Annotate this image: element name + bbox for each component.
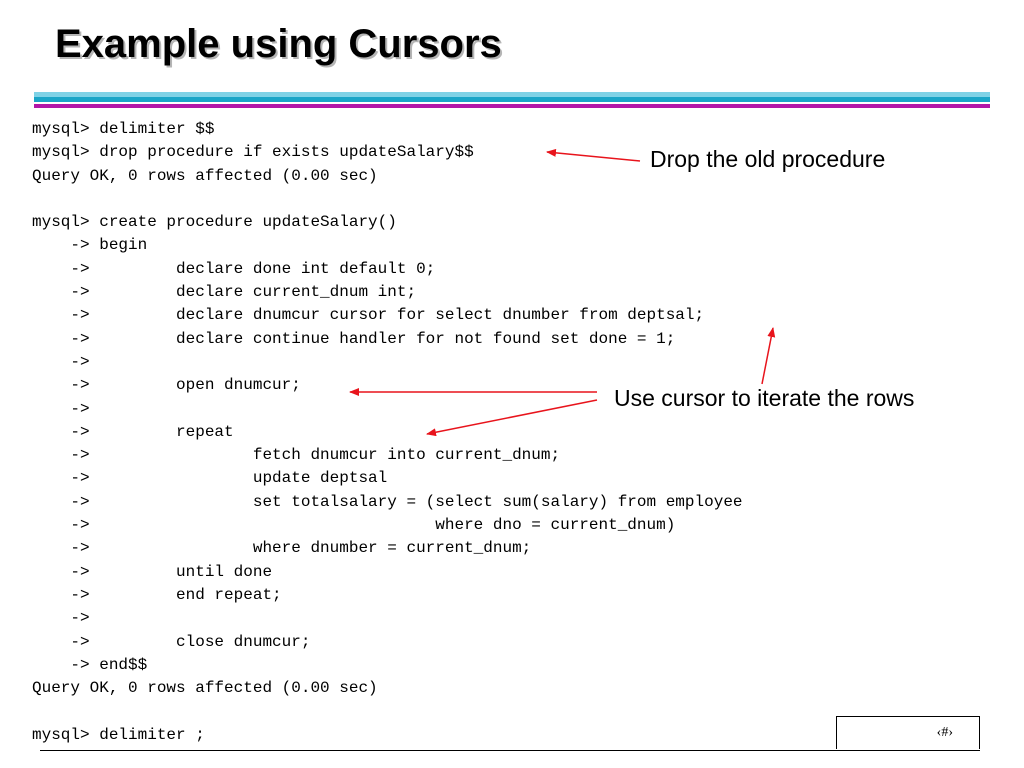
callout-cursor-iterate: Use cursor to iterate the rows (614, 385, 915, 411)
code-line-2: mysql> drop procedure if exists updateSa… (32, 143, 474, 162)
footer-rule (40, 750, 980, 751)
code-line-12: -> open dnumcur; (32, 376, 301, 395)
code-line-18: -> where dno = current_dnum) (32, 516, 676, 535)
code-line-3: Query OK, 0 rows affected (0.00 sec) (32, 166, 378, 185)
code-line-15: -> fetch dnumcur into current_dnum; (32, 446, 561, 465)
code-line-10: -> declare continue handler for not foun… (32, 329, 676, 348)
code-line-21: -> end repeat; (32, 585, 282, 604)
code-line-17: -> set totalsalary = (select sum(salary)… (32, 492, 743, 511)
code-line-27: mysql> delimiter ; (32, 725, 205, 744)
arrow-to-continue-handler (761, 327, 776, 385)
code-line-1: mysql> delimiter $$ (32, 120, 215, 138)
sql-code-block: mysql> delimiter $$ mysql> drop procedure… (32, 118, 743, 747)
slide-title: Example using Cursors (55, 22, 502, 66)
code-line-14: -> repeat (32, 422, 234, 441)
code-line-13: -> (32, 399, 90, 418)
page-number: ‹#› (936, 725, 953, 740)
code-line-26 (32, 700, 743, 723)
code-line-22: -> (32, 609, 90, 628)
code-line-7: -> declare done int default 0; (32, 259, 436, 278)
callout-drop-procedure: Drop the old procedure (650, 146, 886, 172)
page-number-box: ‹#› (836, 716, 980, 749)
code-line-11: -> (32, 352, 90, 371)
code-line-16: -> update deptsal (32, 469, 388, 488)
title-underline-light (34, 92, 990, 97)
code-line-9: -> declare dnumcur cursor for select dnu… (32, 306, 705, 325)
code-line-6: -> begin (32, 236, 148, 255)
code-line-23: -> close dnumcur; (32, 632, 311, 651)
title-underline-cyan (34, 97, 990, 102)
code-line-20: -> until done (32, 562, 273, 581)
code-line-25: Query OK, 0 rows affected (0.00 sec) (32, 679, 378, 698)
title-underline-magenta (34, 104, 990, 108)
code-line-5: mysql> create procedure updateSalary() (32, 213, 397, 232)
code-line-19: -> where dnumber = current_dnum; (32, 539, 532, 558)
code-line-24: -> end$$ (32, 655, 148, 674)
code-line-8: -> declare current_dnum int; (32, 283, 417, 302)
code-line-4 (32, 188, 743, 211)
